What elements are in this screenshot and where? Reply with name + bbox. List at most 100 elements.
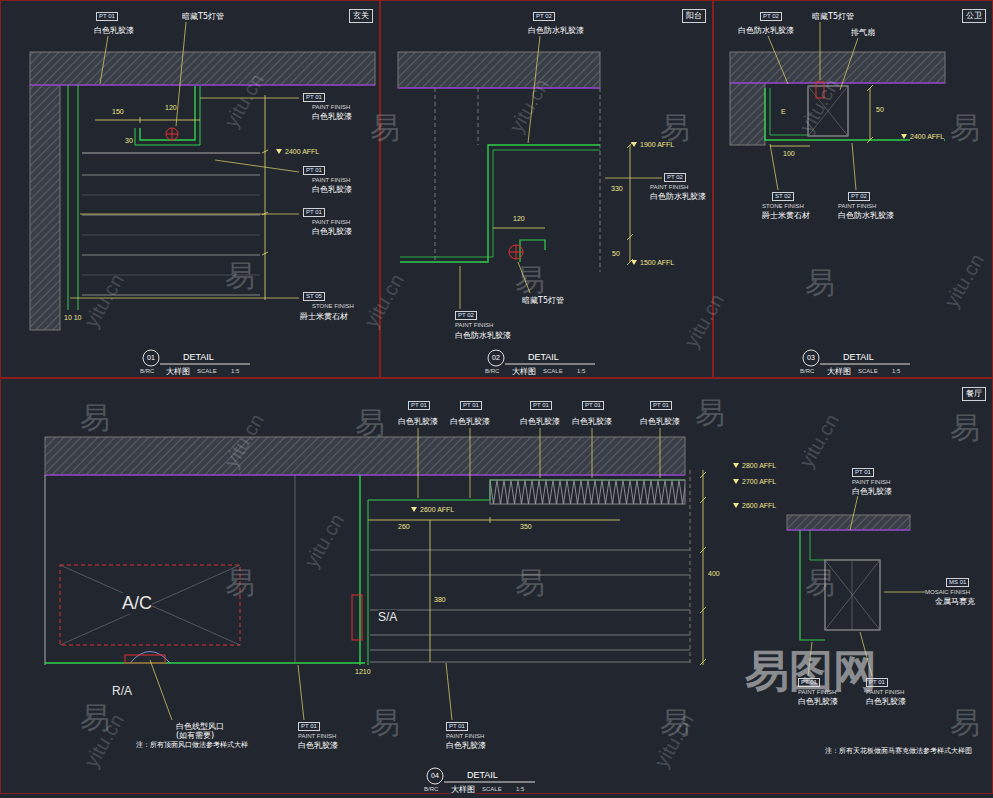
level-mark: 1500 AFFL <box>640 259 674 267</box>
watermark-url: yitu.cn <box>795 410 844 472</box>
watermark: 易 <box>80 700 110 735</box>
dimension: 30 <box>125 137 133 145</box>
detail-number: 04 <box>431 772 439 780</box>
watermark: 易 <box>515 565 545 600</box>
material-note: 白色乳胶漆 <box>640 417 680 426</box>
dimension: 350 <box>520 523 532 531</box>
finish-code: PAINT FINISH <box>866 689 904 696</box>
detail-panel: 餐厅 <box>0 378 993 794</box>
material-note: 白色乳胶漆 <box>94 26 134 35</box>
watermark-url: yitu.cn <box>505 75 554 137</box>
dimension: 330 <box>611 185 623 193</box>
dimension: 400 <box>708 570 720 578</box>
finish-code: STONE FINISH <box>762 203 804 210</box>
room-tag: 玄关 <box>349 9 373 23</box>
level-triangle <box>411 507 417 512</box>
material-note: 白色乳胶漆 <box>312 227 352 236</box>
dimension: E <box>781 108 786 116</box>
level-triangle <box>631 142 637 147</box>
watermark: 易 <box>370 110 400 145</box>
watermark: 易 <box>950 410 980 445</box>
level-triangle <box>901 134 907 139</box>
watermark: 易 <box>950 110 980 145</box>
finish-code: SCALE <box>543 368 563 375</box>
callout-tag: PT 02 <box>760 12 782 21</box>
finish-code: SCALE <box>482 786 502 793</box>
callout-tag: PT 01 <box>460 401 482 410</box>
watermark-url: yitu.cn <box>650 710 699 772</box>
finish-code: 1:5 <box>892 368 900 375</box>
material-note: 白色乳胶漆 <box>312 112 352 121</box>
level-mark: 2600 AFFL <box>742 502 776 510</box>
watermark-url: yitu.cn <box>220 410 269 472</box>
watermark-url: yitu.cn <box>360 270 409 332</box>
note-text: 注：所有顶面风口做法参考样式大样 <box>136 741 248 749</box>
material-note: 爵士米黄石材 <box>300 312 348 321</box>
finish-code: PAINT FINISH <box>798 689 836 696</box>
callout-tag: PT 01 <box>298 722 320 731</box>
material-note: 爵士米黄石材 <box>762 211 810 220</box>
level-triangle <box>276 149 282 154</box>
level-mark: 2400 AFFL <box>285 148 319 156</box>
level-triangle <box>631 260 637 265</box>
level-mark: 2600 AFFL <box>420 506 454 514</box>
dimension: 120 <box>165 104 177 112</box>
callout-tag: PT 01 <box>852 468 874 477</box>
material-note: 白色防水乳胶漆 <box>455 331 511 340</box>
dimension: 50 <box>612 250 620 258</box>
dimension: 260 <box>398 523 410 531</box>
finish-code: PAINT FINISH <box>455 322 493 329</box>
material-note: 白色线型风口 <box>176 722 224 731</box>
detail-panel: 玄关 <box>0 0 380 378</box>
finish-code: MOSAIC FINISH <box>925 589 970 596</box>
watermark-url: yitu.cn <box>220 70 269 132</box>
watermark: 易 <box>515 262 545 297</box>
level-mark: 2700 AFFL <box>742 478 776 486</box>
callout-tag: PT 01 <box>96 12 118 21</box>
material-note: 白色乳胶漆 <box>450 417 490 426</box>
room-tag: 公卫 <box>962 9 986 23</box>
material-note: 白色乳胶漆 <box>572 417 612 426</box>
material-note: 白色乳胶漆 <box>446 741 486 750</box>
level-markers <box>276 134 907 512</box>
vent-label: R/A <box>112 684 132 698</box>
watermark: 易 <box>355 405 385 440</box>
material-note: 大样图 <box>451 785 475 794</box>
finish-code: SCALE <box>197 368 217 375</box>
finish-code: PAINT FINISH <box>312 219 350 226</box>
finish-code: 1:5 <box>231 368 239 375</box>
material-note: 白色乳胶漆 <box>866 697 906 706</box>
material-note: 白色乳胶漆 <box>520 417 560 426</box>
detail-number: 01 <box>147 354 155 362</box>
finish-code: B/RC <box>800 368 814 375</box>
material-note: 白色防水乳胶漆 <box>528 26 584 35</box>
detail-number: 03 <box>807 354 815 362</box>
callout-tag: PT 01 <box>582 401 604 410</box>
watermark: 易 <box>370 705 400 740</box>
dimension: 10 10 <box>64 314 82 322</box>
callout-tag: PT 01 <box>303 93 325 102</box>
watermark-url: yitu.cn <box>300 510 349 572</box>
watermark: 易 <box>660 705 690 740</box>
finish-code: B/RC <box>140 368 154 375</box>
level-triangle <box>733 503 739 508</box>
callout-tag: PT 02 <box>848 192 870 201</box>
note-text: 注：所有天花板做面马赛克做法参考样式大样图 <box>825 747 972 755</box>
watermark: 易 <box>805 265 835 300</box>
material-note: 白色乳胶漆 <box>798 697 838 706</box>
watermark-url: yitu.cn <box>795 75 844 137</box>
watermark: 易 <box>80 400 110 435</box>
material-note: (如有需要) <box>176 731 214 740</box>
dimension: 380 <box>434 596 446 604</box>
callout-tag: PT 01 <box>303 166 325 175</box>
watermark: 易 <box>660 110 690 145</box>
material-note: 白色乳胶漆 <box>398 417 438 426</box>
material-note: 白色防水乳胶漆 <box>838 211 894 220</box>
material-note: 金属马赛克 <box>935 597 975 606</box>
room-tag: 餐厅 <box>962 387 986 401</box>
material-note: 白色乳胶漆 <box>298 741 338 750</box>
dimension: 120 <box>513 215 525 223</box>
finish-code: PAINT FINISH <box>298 733 336 740</box>
watermark: 易 <box>805 565 835 600</box>
